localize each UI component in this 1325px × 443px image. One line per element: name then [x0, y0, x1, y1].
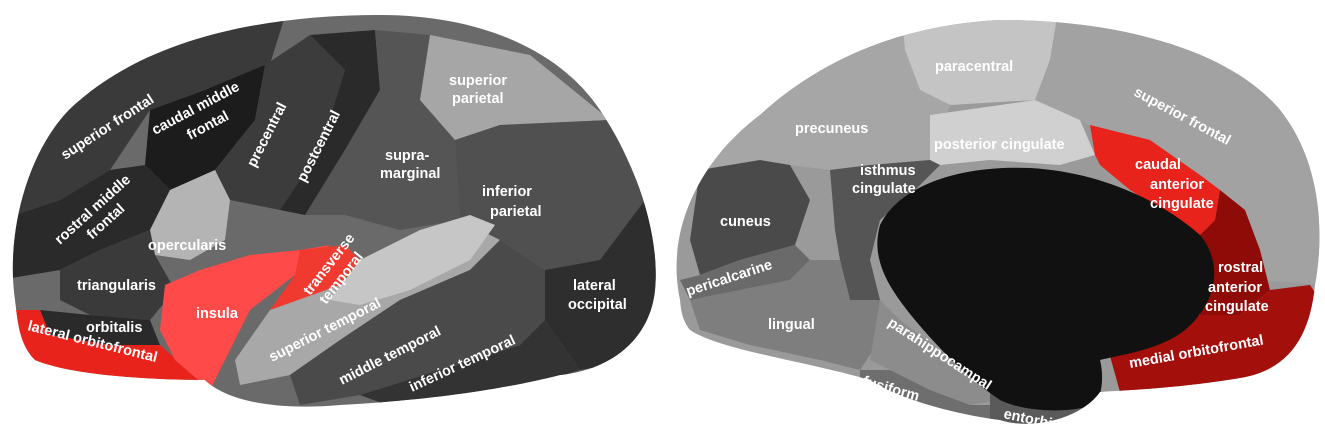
- label-opercularis: opercularis: [148, 238, 226, 254]
- label-lateral-occipital-2: occipital: [568, 297, 627, 313]
- label-superior-parietal-1: superior: [449, 73, 507, 89]
- label-paracentral: paracentral: [935, 59, 1013, 75]
- label-isthmus-cingulate-1: isthmus: [860, 163, 916, 179]
- label-insula: insula: [196, 306, 239, 322]
- region-paracentral: [900, 0, 1060, 105]
- label-posterior-cingulate: posterior cingulate: [934, 137, 1065, 153]
- label-caudal-anterior-cingulate-3: cingulate: [1150, 196, 1214, 212]
- label-lingual: lingual: [768, 317, 815, 333]
- lateral-hemisphere: superior frontal caudal middle frontal p…: [0, 0, 670, 410]
- label-supramarginal-2: marginal: [380, 166, 440, 182]
- label-inferior-parietal-2: parietal: [490, 204, 542, 220]
- medial-hemisphere: paracentral superior frontal precuneus p…: [660, 0, 1325, 440]
- label-isthmus-cingulate-2: cingulate: [852, 181, 916, 197]
- region-precuneus: [660, 0, 950, 170]
- label-triangularis: triangularis: [77, 278, 156, 294]
- label-rostral-anterior-cingulate-3: cingulate: [1205, 299, 1269, 315]
- label-rostral-anterior-cingulate-1: rostral: [1218, 260, 1263, 276]
- label-supramarginal-1: supra-: [385, 148, 429, 164]
- label-caudal-anterior-cingulate-1: caudal: [1135, 157, 1181, 173]
- label-rostral-anterior-cingulate-2: anterior: [1208, 280, 1262, 296]
- label-caudal-anterior-cingulate-2: anterior: [1150, 177, 1204, 193]
- label-inferior-parietal-1: inferior: [482, 184, 532, 200]
- label-precuneus: precuneus: [795, 121, 868, 137]
- label-cuneus: cuneus: [720, 214, 771, 230]
- label-lateral-occipital-1: lateral: [573, 278, 616, 294]
- label-superior-parietal-2: parietal: [452, 91, 504, 107]
